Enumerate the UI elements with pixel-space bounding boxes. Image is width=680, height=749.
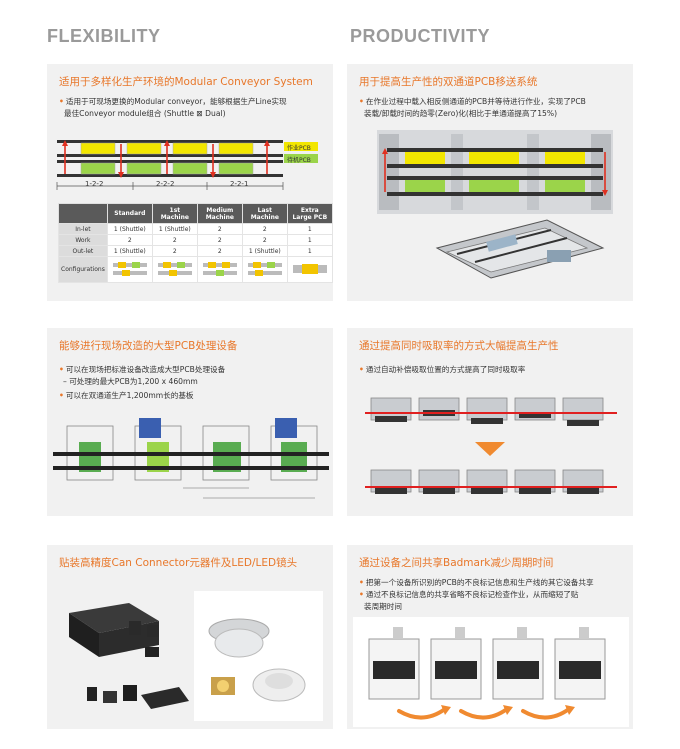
- module-label-1: 1-2-2: [85, 180, 104, 188]
- table-cell: 2: [196, 245, 243, 257]
- table-header: Extra Large PCB: [286, 203, 333, 224]
- table-header: Last Machine: [241, 203, 288, 224]
- modular-conveyor-bullet-cont: 最佳Conveyor module组合 (Shuttle ⊠ Dual): [64, 109, 226, 118]
- module-label-2: 2-2-2: [156, 180, 175, 188]
- row-label: In-let: [58, 223, 108, 235]
- simultaneous-pickup-bullet: •通过自动补偿吸取位置的方式提高了同时吸取率: [359, 365, 526, 374]
- table-row: Out-let 1 (Shuttle) 2 2 1 (Shuttle) 1: [58, 245, 333, 257]
- modular-conveyor-diagram: [56, 140, 284, 190]
- legend-waiting-swatch: [284, 154, 318, 163]
- row-label: Configurations: [58, 256, 108, 283]
- connector-title: 贴装高精度Can Connector元器件及LED/LED镜头: [59, 557, 298, 569]
- table-row: Work 2 2 2 2 1: [58, 234, 333, 246]
- dual-lane-bullet: •在作业过程中载入相反侧通道的PCB并等待进行作业，实现了PCB: [359, 97, 586, 106]
- large-pcb-sub-bullet: – 可处理的最大PCB为1,200 x 460mm: [63, 377, 198, 386]
- table-header: 1st Machine: [151, 203, 198, 224]
- simultaneous-pickup-title: 通过提高同时吸取率的方式大幅提高生产性: [359, 340, 559, 352]
- table-cell: 1: [286, 234, 333, 246]
- dual-lane-panel: 用于提高生产性的双通道PCB移送系统 •在作业过程中载入相反侧通道的PCB并等待…: [347, 64, 633, 301]
- config-thumbnail: [106, 256, 153, 283]
- table-cell: 1 (Shuttle): [241, 245, 288, 257]
- table-cell: 1 (Shuttle): [106, 223, 153, 235]
- table-cell: 2: [241, 234, 288, 246]
- module-label-3: 2-2-1: [230, 180, 249, 188]
- modular-conveyor-bullet: •适用于可现场更换的Modular conveyor，能够根据生产Line实现: [59, 97, 287, 106]
- legend-waiting-label: 待机PCB: [287, 157, 311, 164]
- badmark-bullet-2-cont: 装周期时间: [364, 602, 402, 611]
- table-cell: 1: [286, 223, 333, 235]
- conveyor-config-table: Standard 1st Machine Medium Machine Last…: [58, 203, 333, 283]
- dual-lane-bullet-cont: 装载/卸载时间的趋零(Zero)化(相比于单通道提高了15%): [364, 109, 558, 118]
- large-pcb-bullet-2: •可以在双通道生产1,200mm长的基板: [59, 391, 194, 400]
- simultaneous-pickup-panel: 通过提高同时吸取率的方式大幅提高生产性 •通过自动补偿吸取位置的方式提高了同时吸…: [347, 328, 633, 516]
- table-cell: 2: [196, 234, 243, 246]
- table-cell: 1: [286, 245, 333, 257]
- modular-conveyor-title: 适用于多样化生产环境的Modular Conveyor System: [59, 76, 313, 88]
- legend-working-label: 作业PCB: [287, 145, 311, 152]
- badmark-panel: 通过设备之间共享Badmark减少周期时间 •把第一个设备所识别的PCB的不良标…: [347, 545, 633, 729]
- dual-lane-conveyor-diagram: [377, 130, 613, 279]
- badmark-bullet-2: •通过不良标记信息的共享省略不良标记检查作业，从而缩短了贴: [359, 590, 579, 599]
- mounter-line-photo: [353, 617, 629, 727]
- table-cell: 2: [241, 223, 288, 235]
- large-pcb-bullet-1: •可以在现场把标准设备改造成大型PCB处理设备: [59, 365, 226, 374]
- table-cell: 2: [196, 223, 243, 235]
- large-pcb-title: 能够进行现场改造的大型PCB处理设备: [59, 340, 238, 352]
- table-cell: 2: [106, 234, 153, 246]
- legend-working-swatch: [284, 142, 318, 151]
- config-thumbnail: [151, 256, 198, 283]
- table-corner: [58, 203, 108, 224]
- connector-panel: 贴装高精度Can Connector元器件及LED/LED镜头: [47, 545, 333, 729]
- config-thumbnail: [196, 256, 243, 283]
- table-cell: 1 (Shuttle): [151, 223, 198, 235]
- table-row: Configurations: [58, 256, 333, 283]
- flexibility-heading: FLEXIBILITY: [47, 26, 161, 46]
- table-header: Medium Machine: [196, 203, 243, 224]
- row-label: Out-let: [58, 245, 108, 257]
- table-cell: 2: [151, 245, 198, 257]
- table-cell: 1 (Shuttle): [106, 245, 153, 257]
- large-pcb-panel: 能够进行现场改造的大型PCB处理设备 •可以在现场把标准设备改造成大型PCB处理…: [47, 328, 333, 516]
- components-photo: [69, 591, 323, 721]
- productivity-heading: PRODUCTIVITY: [350, 26, 491, 46]
- dual-lane-title: 用于提高生产性的双通道PCB移送系统: [359, 76, 538, 88]
- config-thumbnail: [286, 256, 333, 283]
- table-row: In-let 1 (Shuttle) 1 (Shuttle) 2 2 1: [58, 223, 333, 235]
- badmark-bullet-1: •把第一个设备所识别的PCB的不良标记信息和生产线的其它设备共享: [359, 578, 594, 587]
- table-cell: 2: [151, 234, 198, 246]
- badmark-title: 通过设备之间共享Badmark减少周期时间: [359, 557, 554, 569]
- pickup-alignment-diagram: [365, 397, 617, 494]
- table-header: Standard: [106, 203, 153, 224]
- large-pcb-line-diagram: [53, 418, 329, 499]
- config-thumbnail: [241, 256, 288, 283]
- row-label: Work: [58, 234, 108, 246]
